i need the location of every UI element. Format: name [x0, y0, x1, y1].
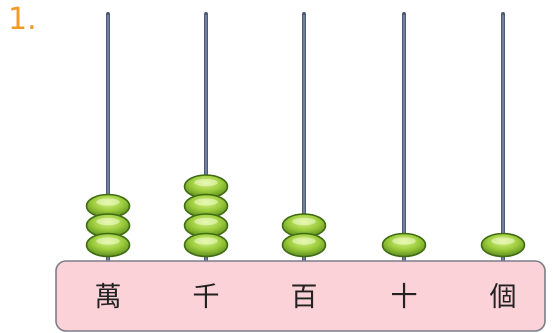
- abacus-base: [55, 260, 546, 332]
- abacus-bead-ge: [480, 232, 526, 258]
- place-label-ge: 個: [490, 282, 517, 313]
- abacus-bead-qian: [183, 193, 229, 219]
- place-label-qian: 千: [193, 282, 220, 313]
- place-label-wan: 萬: [95, 282, 122, 313]
- abacus-bead-bai: [281, 232, 327, 258]
- abacus-bead-wan: [85, 232, 131, 258]
- abacus-bead-shi: [381, 232, 427, 258]
- abacus-bead-qian: [183, 174, 229, 199]
- question-number: 1.: [8, 2, 37, 37]
- abacus-bead-wan: [85, 213, 131, 238]
- place-label-shi: 十: [391, 282, 418, 313]
- abacus-bead-qian: [183, 232, 229, 258]
- place-label-bai: 百: [291, 282, 318, 313]
- abacus-bead-wan: [85, 193, 131, 219]
